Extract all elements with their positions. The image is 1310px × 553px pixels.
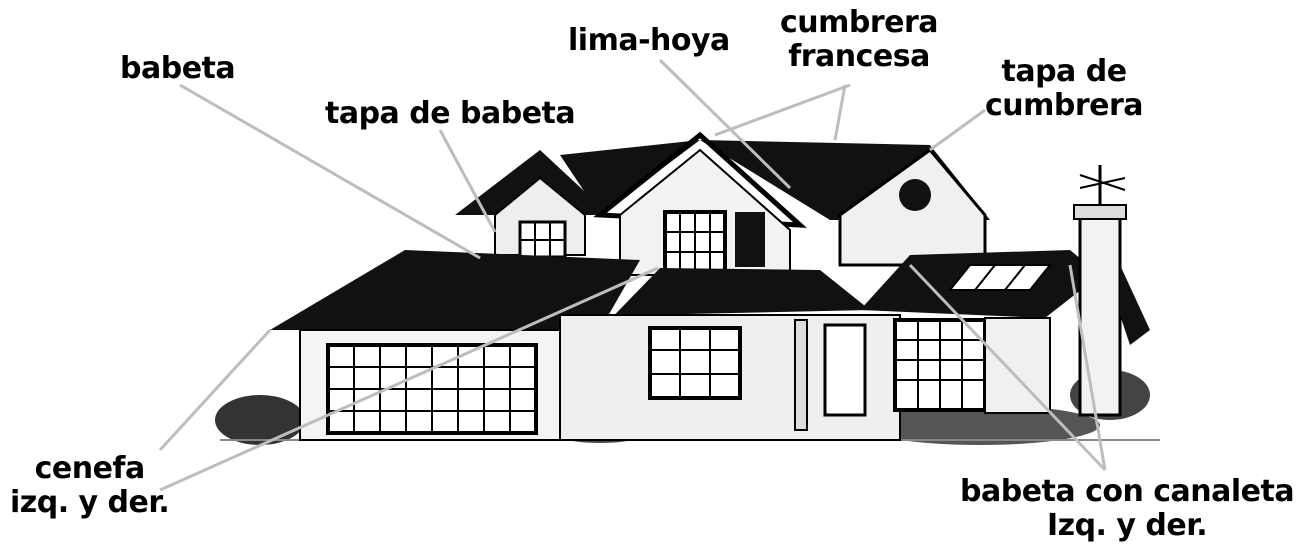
label-cenefa-line1: cenefa [34, 451, 146, 486]
label-cumbrera-francesa-line2: francesa [788, 39, 930, 74]
label-babeta-con-canaleta-line2: Izq. y der. [1046, 508, 1208, 543]
garage [299, 329, 561, 441]
upper-left-gable [455, 150, 610, 259]
main-lower-wall [559, 314, 1051, 441]
label-cenefa-line2: izq. y der. [10, 485, 170, 520]
label-babeta-con-canaleta-line1: babeta con canaleta [960, 474, 1295, 509]
label-cumbrera-francesa: cumbrera francesa [780, 5, 939, 74]
label-tapa-de-babeta: tapa de babeta [325, 96, 576, 131]
label-tapa-de-cumbrera-line1: tapa de [1001, 54, 1127, 89]
label-tapa-de-cumbrera-line2: cumbrera [985, 88, 1144, 123]
label-tapa-de-cumbrera: tapa de cumbrera [985, 54, 1144, 123]
leader-lines [158, 58, 1107, 492]
garage-roof [270, 250, 870, 330]
label-lima-hoya-text: lima-hoya [568, 23, 730, 58]
main-upper-roof [560, 131, 990, 276]
label-babeta-text: babeta [120, 51, 236, 86]
label-cenefa: cenefa izq. y der. [10, 451, 170, 520]
label-lima-hoya: lima-hoya [568, 24, 730, 58]
chimney [1073, 165, 1150, 417]
label-cumbrera-francesa-line1: cumbrera [780, 5, 939, 40]
label-babeta: babeta [120, 51, 236, 86]
right-lower-roof [860, 250, 1100, 318]
label-tapa-de-babeta-text: tapa de babeta [325, 96, 576, 131]
label-babeta-con-canaleta: babeta con canaleta Izq. y der. [960, 474, 1295, 543]
